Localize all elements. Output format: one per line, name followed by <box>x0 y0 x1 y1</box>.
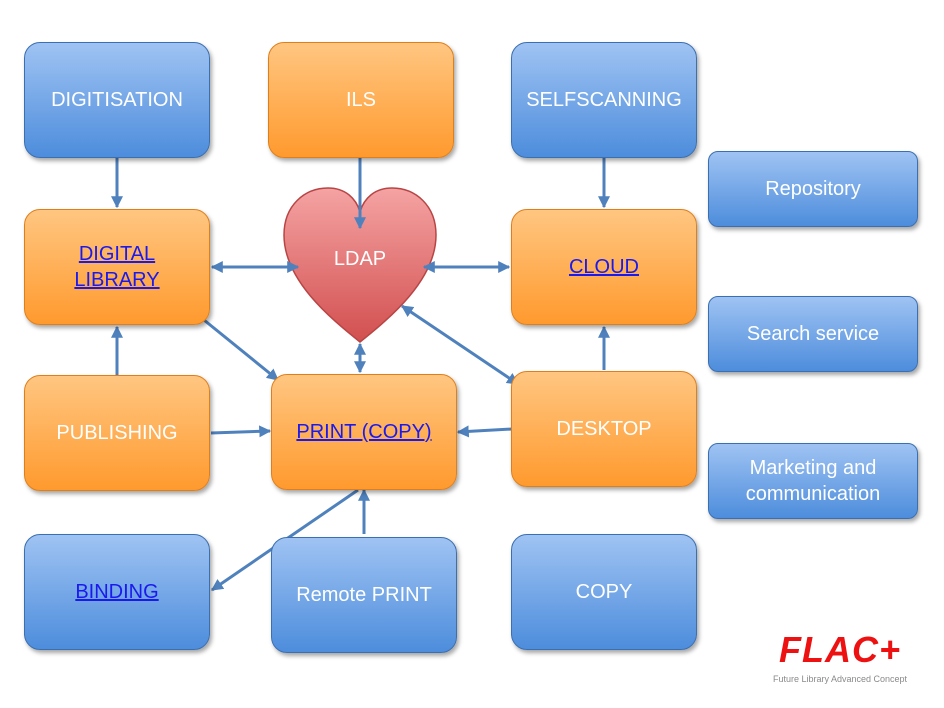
flac-logo: FLAC+ Future Library Advanced Concept <box>766 629 914 685</box>
binding-box[interactable]: BINDING <box>24 534 210 650</box>
search-service-label: Search service <box>746 323 880 345</box>
edge-digital-library-to-print-copy <box>203 318 279 382</box>
logo-name: FLAC+ <box>779 629 901 670</box>
selfscanning-label: SELFSCANNING <box>526 89 682 111</box>
edge-desktop-to-print-copy <box>456 425 513 438</box>
ldap-label: LDAP <box>333 248 387 270</box>
digitisation-label: DIGITISATION <box>51 89 183 111</box>
logo-tagline: Future Library Advanced Concept <box>772 674 908 684</box>
remote-print-label: Remote PRINT <box>296 584 432 606</box>
edge-ldap-desktop <box>401 304 519 386</box>
desktop-label: DESKTOP <box>556 418 652 440</box>
publishing-box[interactable]: PUBLISHING <box>24 375 210 491</box>
desktop-box[interactable]: DESKTOP <box>511 371 697 487</box>
cloud-link[interactable]: CLOUD <box>568 256 639 278</box>
repository-label: Repository <box>765 178 861 200</box>
publishing-label: PUBLISHING <box>56 422 178 444</box>
print-copy-link[interactable]: PRINT (COPY) <box>296 421 432 443</box>
search-service-box[interactable]: Search service <box>708 296 918 372</box>
digitisation-box[interactable]: DIGITISATION <box>24 42 210 158</box>
edge-publishing-to-print-copy <box>210 425 272 438</box>
ils-box[interactable]: ILS <box>268 42 454 158</box>
ils-label: ILS <box>345 89 377 111</box>
selfscanning-box[interactable]: SELFSCANNING <box>511 42 697 158</box>
digital-library-link[interactable]: DIGITAL LIBRARY <box>74 243 160 291</box>
copy-box[interactable]: COPY <box>511 534 697 650</box>
remote-print-box[interactable]: Remote PRINT <box>271 537 457 653</box>
digital-library-box[interactable]: DIGITAL LIBRARY <box>24 209 210 325</box>
marketing-label: Marketing and communication <box>745 457 881 505</box>
cloud-box[interactable]: CLOUD <box>511 209 697 325</box>
copy-label: COPY <box>575 581 633 603</box>
binding-link[interactable]: BINDING <box>75 581 159 603</box>
print-copy-box[interactable]: PRINT (COPY) <box>271 374 457 490</box>
repository-box[interactable]: Repository <box>708 151 918 227</box>
marketing-box[interactable]: Marketing and communication <box>708 443 918 519</box>
